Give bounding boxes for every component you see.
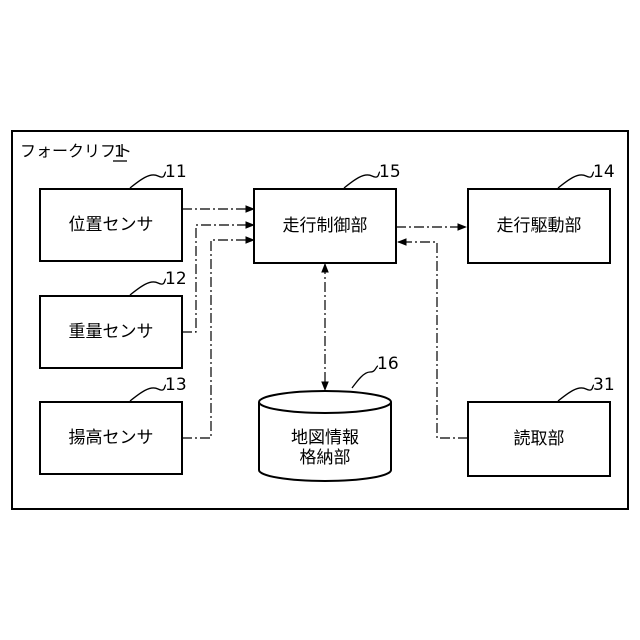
reader-unit-ref: 31 [593,375,615,395]
map-storage-ref: 16 [377,354,399,374]
forklift-ref: 1 [114,142,124,161]
position-sensor-label: 位置センサ [69,215,154,235]
map-storage-cylinder-top [259,391,391,413]
map-storage-label-line2: 格納部 [300,448,351,468]
position-sensor-ref: 11 [165,162,187,182]
weight-sensor-label: 重量センサ [69,322,154,342]
map-storage-label-line1: 地図情報 [291,428,359,448]
travel-drive-unit-label: 走行駆動部 [497,216,582,236]
lift-height-sensor-label: 揚高センサ [69,428,154,448]
travel-control-unit-label: 走行制御部 [283,216,368,236]
weight-sensor-ref: 12 [165,269,187,289]
reader-unit-label: 読取部 [514,429,565,449]
lift-height-sensor-ref: 13 [165,375,187,395]
travel-drive-unit-ref: 14 [593,162,615,182]
travel-control-unit-ref: 15 [379,162,401,182]
